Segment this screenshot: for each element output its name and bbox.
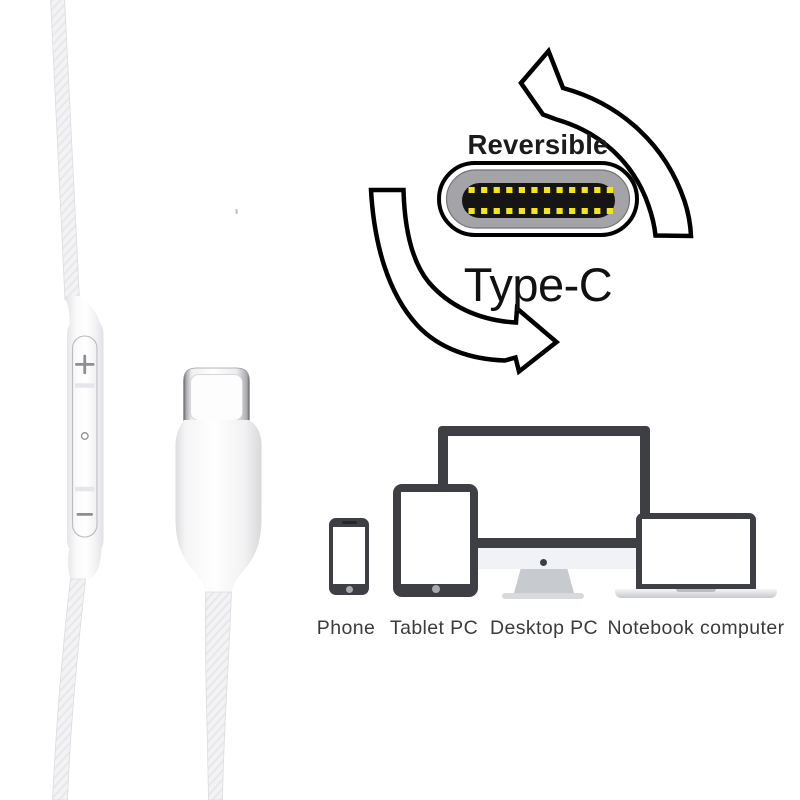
- remote-bottom-taper: [68, 550, 102, 581]
- tablet-home-button: [431, 585, 440, 593]
- tablet-icon: [393, 484, 478, 597]
- notebook-icon: [615, 513, 777, 598]
- plug-body: [175, 420, 262, 593]
- usb-c-port-icon: [437, 161, 639, 237]
- usb-c-rotation-diagram: [368, 46, 694, 376]
- phone-speaker-slot: [342, 521, 357, 524]
- speck-artifact: [235, 209, 238, 214]
- plus-icon: [75, 354, 95, 375]
- port-slot: [462, 183, 615, 218]
- notebook-label: Notebook computer: [607, 617, 785, 639]
- phone-screen: [333, 527, 365, 584]
- notebook-base-notch: [676, 589, 716, 592]
- mic-hole-icon: [80, 432, 89, 440]
- desktop-chin: [438, 548, 650, 569]
- earphone-cable-product: [50, 0, 262, 800]
- cable-braid-texture: [50, 0, 80, 300]
- cable-braid-texture: [205, 592, 232, 800]
- phone-label: Phone: [316, 617, 376, 639]
- desktop-label: Desktop PC: [489, 617, 599, 639]
- phone-home-button: [345, 586, 353, 593]
- desktop-screen: [448, 436, 640, 538]
- earphone-remote-icon: [64, 296, 104, 581]
- desktop-base: [502, 593, 584, 599]
- minus-icon: [76, 513, 93, 516]
- notebook-screen: [642, 519, 750, 584]
- phone-icon: [329, 517, 369, 595]
- tablet-label: Tablet PC: [389, 617, 479, 639]
- curved-arrow-up-left-icon: [518, 46, 694, 239]
- plug-tip-face: [190, 374, 243, 421]
- notebook-base: [615, 589, 777, 598]
- desktop-stand: [514, 569, 574, 593]
- usb-c-plug-icon: [175, 367, 262, 800]
- reversible-label: Reversible: [467, 129, 609, 160]
- curved-arrow-down-right-icon: [368, 187, 561, 376]
- type-c-label: Type-C: [463, 258, 613, 311]
- desktop-logo-dot: [540, 559, 547, 566]
- cable-braid-texture: [52, 579, 86, 800]
- tablet-screen: [401, 492, 470, 584]
- remote-button-plate: [71, 335, 98, 538]
